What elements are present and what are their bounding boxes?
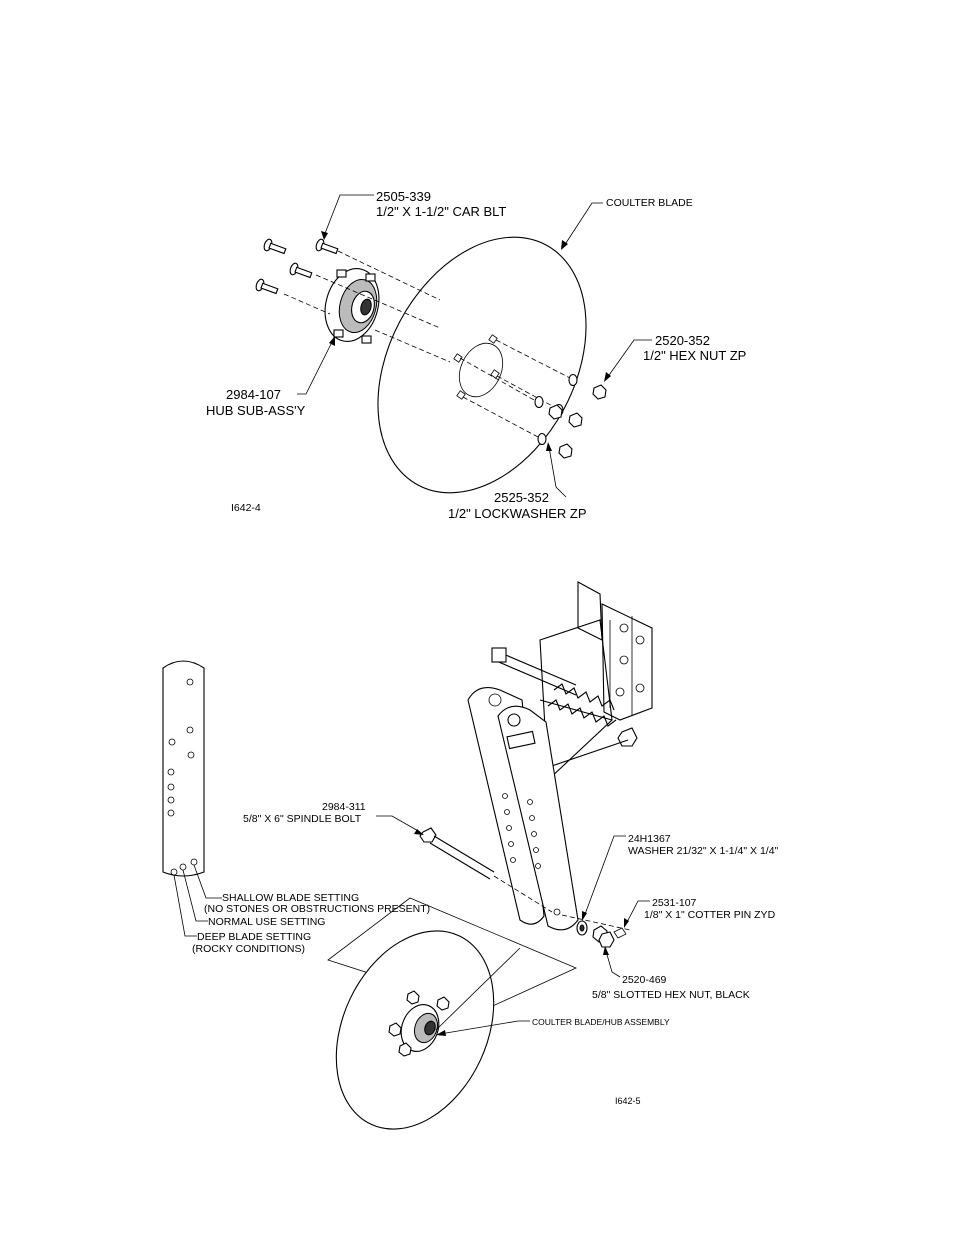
figure-id-2: I642-5 bbox=[615, 1096, 641, 1106]
coulter-arms bbox=[467, 687, 579, 931]
blade-square-hole bbox=[456, 390, 466, 400]
nut-part-number: 2520-469 bbox=[622, 974, 667, 986]
spindle-part-number: 2984-311 bbox=[322, 801, 366, 813]
bolt-part-number: 2505-339 bbox=[376, 189, 431, 204]
arm-holes bbox=[502, 793, 561, 916]
assembly-label: COULTER BLADE/HUB ASSEMBLY bbox=[532, 1017, 670, 1027]
cotter-part-number: 2531-107 bbox=[652, 897, 697, 909]
blade-square-hole bbox=[453, 353, 463, 363]
washer-description: 1/2" LOCKWASHER ZP bbox=[448, 506, 587, 521]
hub-description: HUB SUB-ASS'Y bbox=[206, 403, 306, 418]
deep-setting-label: DEEP BLADE SETTING bbox=[197, 931, 311, 943]
blade-square-hole bbox=[488, 334, 498, 344]
spring-linkage bbox=[491, 647, 629, 771]
leaders-fig1 bbox=[297, 194, 652, 498]
nut-description: 1/2" HEX NUT ZP bbox=[643, 348, 746, 363]
bolt-description: 1/2" X 1-1/2" CAR BLT bbox=[376, 204, 506, 219]
spindle-bolt bbox=[419, 827, 553, 913]
adjustment-bar bbox=[162, 660, 205, 877]
shallow-setting-note: (NO STONES OR OBSTRUCTIONS PRESENT) bbox=[204, 903, 430, 915]
blade-square-hole bbox=[490, 369, 500, 379]
center-hole bbox=[458, 342, 504, 398]
coulter-blade-label: COULTER BLADE bbox=[606, 197, 693, 209]
hub-part-number: 2984-107 bbox=[226, 387, 281, 402]
deep-setting-note: (ROCKY CONDITIONS) bbox=[192, 943, 305, 955]
figure-mounting-assembly: 2984-311 5/8" X 6" SPINDLE BOLT 24H1367 … bbox=[162, 581, 779, 1130]
washer-part-number: 2525-352 bbox=[494, 490, 549, 505]
spindle-description: 5/8" X 6" SPINDLE BOLT bbox=[243, 813, 362, 825]
washer-part-number: 24H1367 bbox=[628, 833, 671, 845]
hub-sub-assembly bbox=[324, 268, 380, 344]
leaders-fig2 bbox=[376, 815, 650, 1036]
figure-hub-exploded: 2505-339 1/2" X 1-1/2" CAR BLT COULTER B… bbox=[206, 189, 746, 521]
normal-setting-label: NORMAL USE SETTING bbox=[208, 916, 325, 928]
spindle-hardware bbox=[561, 914, 631, 948]
carriage-bolts bbox=[255, 238, 339, 295]
setting-leaders bbox=[173, 864, 222, 937]
figure-id-1: I642-4 bbox=[231, 502, 261, 514]
nut-description: 5/8" SLOTTED HEX NUT, BLACK bbox=[592, 989, 750, 1001]
assembly-lines bbox=[283, 250, 571, 438]
shallow-setting-label: SHALLOW BLADE SETTING bbox=[222, 892, 359, 904]
washers-and-nuts bbox=[534, 373, 607, 459]
washer-description: WASHER 21/32" X 1-1/4" X 1/4" bbox=[628, 845, 779, 857]
cotter-description: 1/8" X 1" COTTER PIN ZYD bbox=[644, 909, 776, 921]
nut-part-number: 2520-352 bbox=[655, 333, 710, 348]
mounting-bracket bbox=[539, 581, 653, 782]
coulter-blade-hub-assembly bbox=[335, 930, 521, 1130]
coulter-blade bbox=[377, 236, 587, 494]
